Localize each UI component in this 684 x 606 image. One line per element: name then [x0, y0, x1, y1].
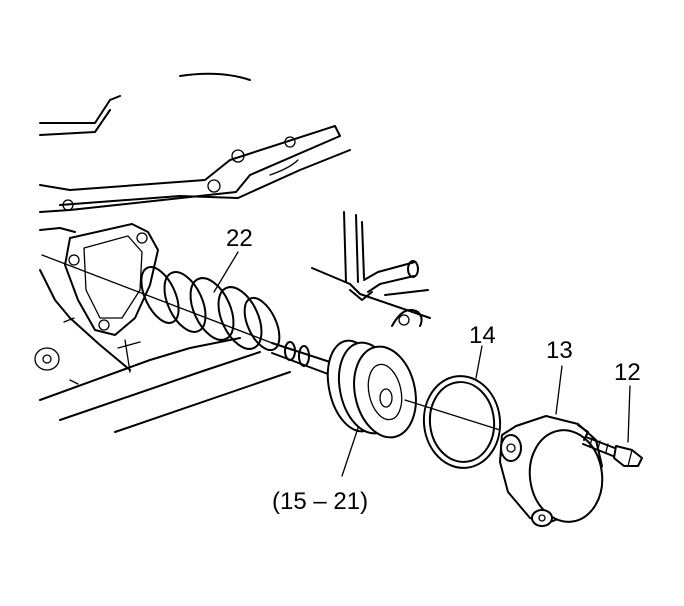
transmission-case [34, 72, 351, 433]
leader-lines [213, 251, 631, 477]
alignment-centerline [41, 254, 501, 431]
callout-label-seal: 14 [469, 322, 496, 349]
spring-part [140, 266, 281, 352]
cover-part [499, 415, 604, 527]
seal-ring-part [422, 375, 502, 469]
piston-assembly-part [271, 339, 417, 439]
callout-label-bolt: 12 [614, 359, 641, 386]
callout-label-spring: 22 [226, 225, 253, 252]
callout-label-cover: 13 [546, 337, 573, 364]
callout-label-assembly: (15 – 21) [272, 488, 368, 515]
bolt-part [582, 436, 643, 467]
bracket-and-line [311, 211, 431, 327]
